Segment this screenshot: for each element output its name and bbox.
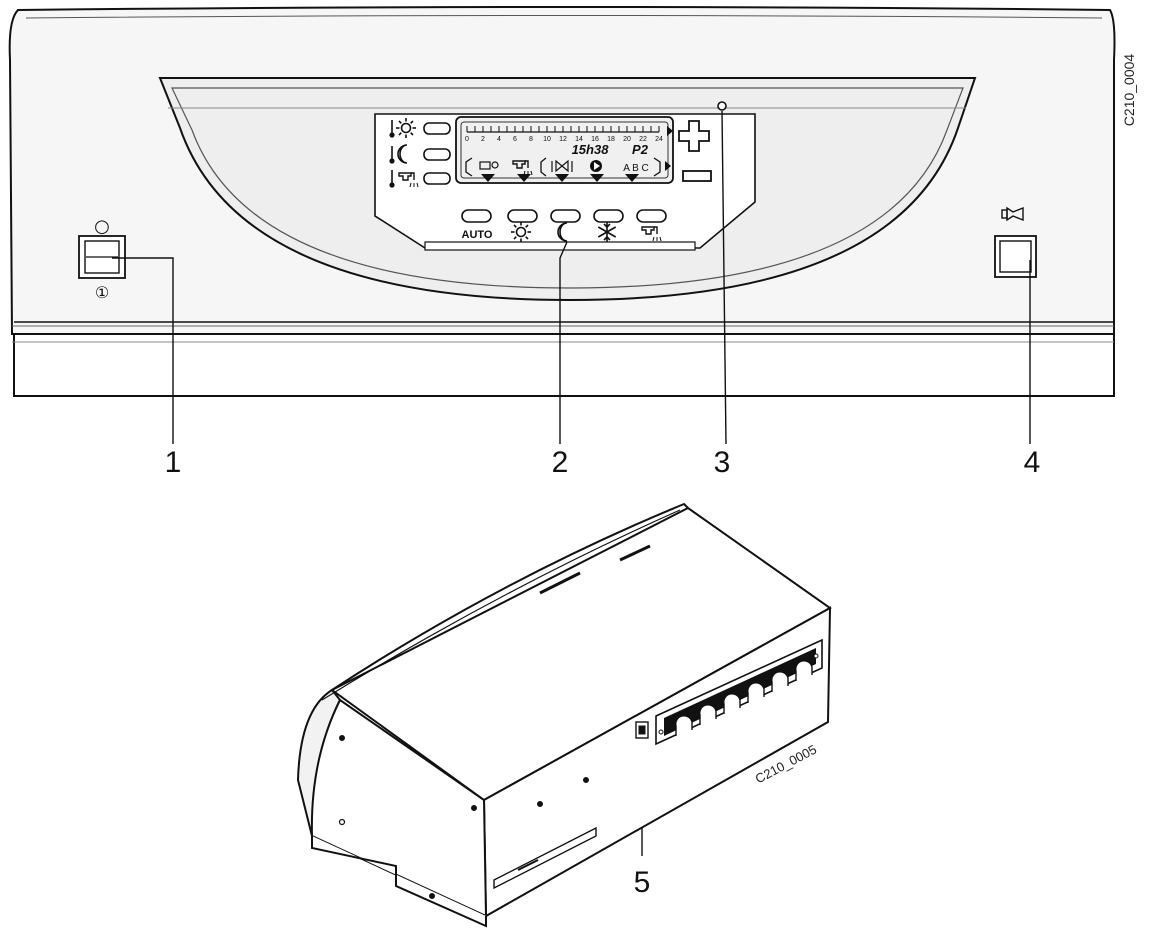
cable-gland bbox=[771, 671, 789, 692]
night-temperature-button[interactable] bbox=[423, 148, 451, 161]
burner-icon bbox=[479, 161, 499, 170]
hour-label: 8 bbox=[529, 136, 533, 143]
control-box-rear-view bbox=[296, 502, 832, 928]
cable-gland bbox=[675, 715, 693, 736]
pump-icon bbox=[590, 160, 602, 172]
hot-water-mode-button[interactable] bbox=[636, 209, 667, 223]
switch-off-symbol: ○ bbox=[94, 216, 110, 237]
cable-gland bbox=[795, 660, 813, 681]
horn-icon bbox=[1001, 206, 1024, 222]
callout-3: 3 bbox=[714, 446, 731, 479]
hour-label: 6 bbox=[513, 136, 517, 143]
frost-mode-button[interactable] bbox=[593, 209, 624, 223]
callout-1: 1 bbox=[165, 446, 182, 479]
day-temperature-button[interactable] bbox=[423, 122, 451, 135]
front-panel bbox=[8, 6, 1116, 397]
cable-gland bbox=[699, 704, 717, 725]
night-mode-button[interactable] bbox=[550, 209, 581, 223]
cable-glands bbox=[675, 660, 813, 736]
auto-mode-button[interactable] bbox=[461, 209, 492, 223]
hour-label: 10 bbox=[543, 136, 551, 143]
hour-label: 2 bbox=[481, 136, 485, 143]
front-view-code: C210_0004 bbox=[1121, 54, 1137, 127]
minus-button[interactable] bbox=[682, 170, 712, 182]
program-number: P2 bbox=[632, 142, 649, 157]
callout-2: 2 bbox=[552, 446, 569, 479]
main-switch[interactable] bbox=[78, 235, 126, 279]
reset-button[interactable] bbox=[994, 235, 1037, 278]
indicator-led bbox=[717, 101, 727, 111]
callout-5: 5 bbox=[634, 866, 651, 899]
zone-letters: A B C bbox=[623, 163, 649, 174]
day-mode-button[interactable] bbox=[507, 209, 538, 223]
callout-4: 4 bbox=[1024, 446, 1041, 479]
clock-time: 15h38 bbox=[572, 142, 610, 157]
status-arrow-icon bbox=[665, 161, 671, 171]
hour-label: 12 bbox=[559, 136, 567, 143]
hour-label: 20 bbox=[623, 136, 631, 143]
hour-label: 16 bbox=[591, 136, 599, 143]
valve-icon bbox=[551, 159, 573, 173]
cable-gland bbox=[747, 682, 765, 703]
hour-label: 24 bbox=[655, 136, 663, 143]
hot-water-temperature-button[interactable] bbox=[423, 172, 451, 185]
plus-icon bbox=[678, 120, 710, 152]
auto-label: AUTO bbox=[462, 229, 493, 241]
hour-label: 18 bbox=[607, 136, 615, 143]
hour-label: 22 bbox=[639, 136, 647, 143]
scale-arrow-icon bbox=[667, 126, 673, 136]
hour-label: 4 bbox=[497, 136, 501, 143]
plus-button[interactable] bbox=[678, 120, 710, 152]
hour-label: 14 bbox=[575, 136, 583, 143]
cable-gland bbox=[723, 693, 741, 714]
hour-label: 0 bbox=[465, 136, 469, 143]
switch-on-symbol: ① bbox=[95, 283, 109, 302]
